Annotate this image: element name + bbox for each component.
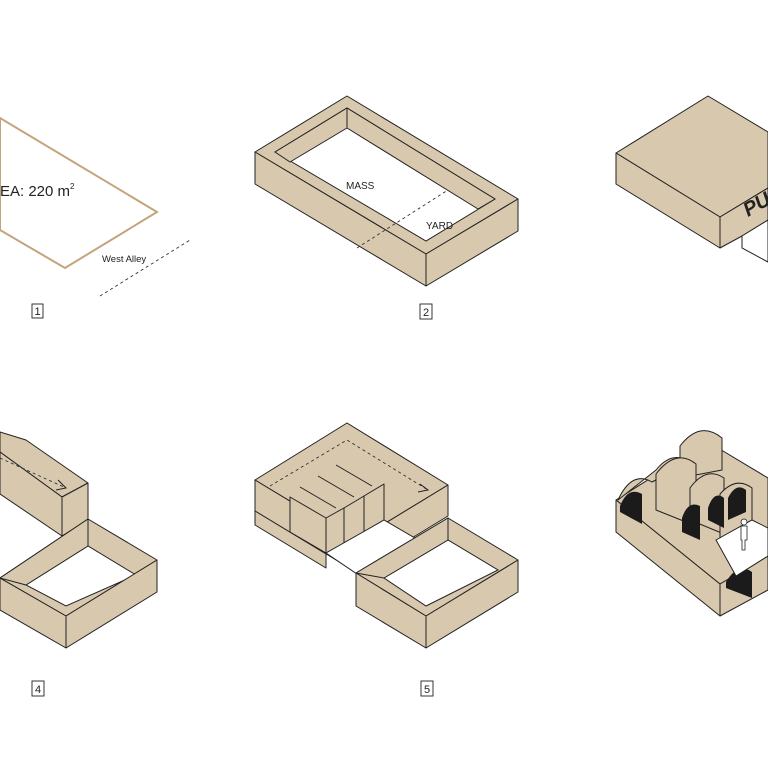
area-label: EA: 220 m2 <box>0 182 75 200</box>
bar-arrow-head <box>55 479 68 491</box>
arch-opening-3 <box>708 495 724 528</box>
person-figure <box>740 518 748 551</box>
site-outline <box>0 116 159 270</box>
panel-4-bar-and-box: 4 <box>0 431 158 697</box>
panel-2-box: MASS YARD 2 <box>254 95 519 320</box>
arch-opening-5 <box>726 568 752 598</box>
panel-number-1: 1 <box>34 306 40 318</box>
panel-1-site: EA: 220 m2 West Alley 1 <box>0 116 191 319</box>
panel-5-units: 5 <box>254 422 519 697</box>
panel-number-box-2 <box>419 303 433 320</box>
panel-number-2: 2 <box>423 307 429 319</box>
west-alley-label: West Alley <box>102 254 146 265</box>
box4-front-right <box>65 559 158 649</box>
mass-label: MASS <box>346 181 375 192</box>
panel-number-5: 5 <box>424 684 430 696</box>
inner-wall-back-right <box>346 107 496 210</box>
panel-number-box-1 <box>31 303 44 319</box>
box5-inner-wall <box>355 517 449 579</box>
panel-number-box-4 <box>31 680 45 697</box>
front-wall-right <box>425 198 519 287</box>
panel-number-box-5 <box>420 680 434 697</box>
bar-circulation-arrow <box>0 457 67 489</box>
box4-inner-wall <box>0 518 89 586</box>
arch-opening-4 <box>728 487 746 520</box>
block-opening <box>741 219 768 263</box>
panel-3-block: PU <box>615 95 768 263</box>
arch-opening-1 <box>620 491 642 524</box>
west-alley-line <box>99 239 191 297</box>
mass5-arrow-head <box>417 483 430 493</box>
unit-divider-1 <box>299 486 337 509</box>
unit-divider-3 <box>335 464 373 487</box>
panel-number-4: 4 <box>35 684 41 696</box>
arch-opening-2 <box>682 504 700 540</box>
unit-divider-2 <box>317 475 355 498</box>
yard-label: YARD <box>426 221 453 232</box>
box5-front-right <box>425 559 519 649</box>
panel-6-vaults <box>615 430 768 617</box>
